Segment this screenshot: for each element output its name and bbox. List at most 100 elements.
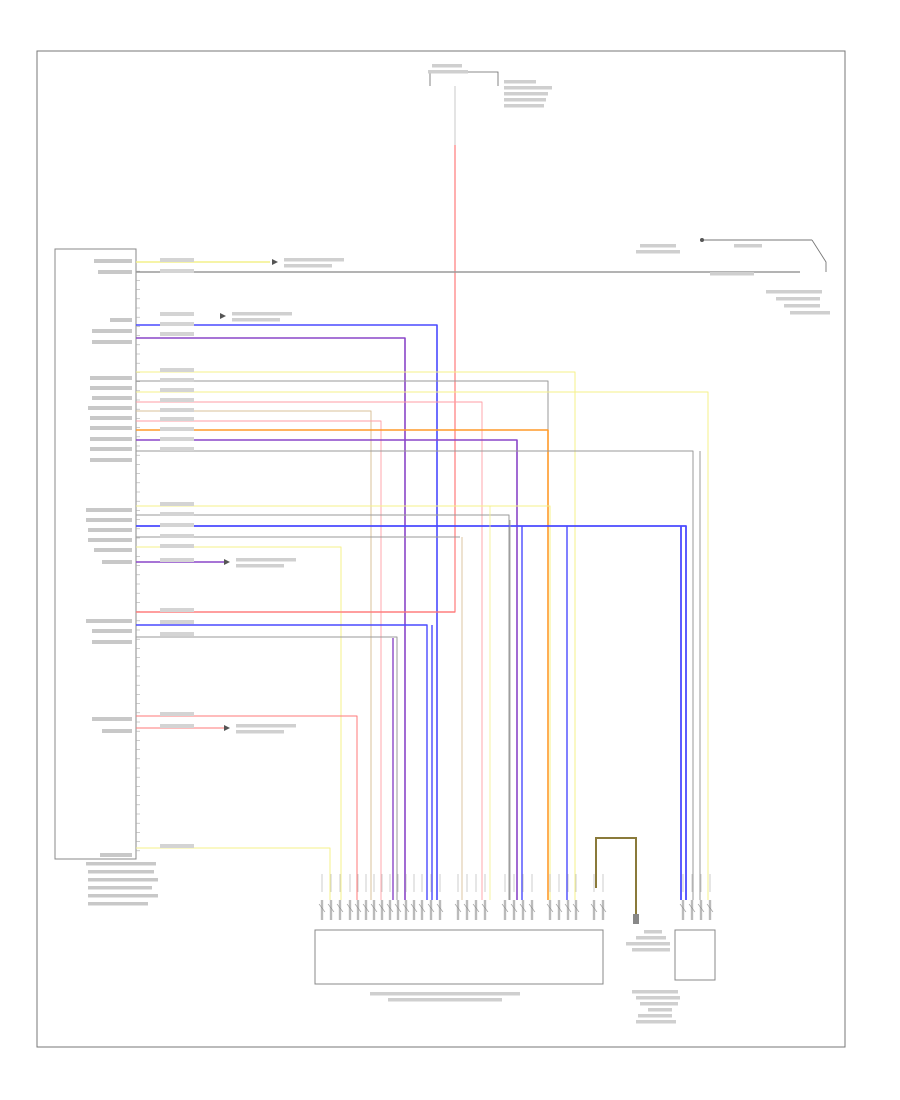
wire-color-label — [160, 312, 194, 316]
pin-hatch — [394, 903, 402, 913]
module-pin-label — [92, 640, 132, 644]
wire-yellow — [136, 371, 576, 900]
connector-pin — [465, 900, 469, 920]
connector-pin — [503, 900, 507, 920]
component-label — [626, 942, 670, 946]
wire-pink — [136, 420, 382, 900]
module-pin-label — [86, 508, 132, 512]
top-right-switch — [700, 239, 827, 273]
splice-reference-label — [284, 258, 344, 262]
connector-pin — [708, 900, 712, 920]
module-pin-label — [90, 447, 132, 451]
wire-color-label — [160, 512, 194, 516]
wire-color-label — [160, 427, 194, 431]
pin-hatch — [354, 903, 362, 913]
wire-color-label — [160, 523, 194, 527]
pin-hatch — [427, 903, 435, 913]
component-label — [638, 1014, 672, 1018]
module-pin-label — [102, 560, 132, 564]
connector-pin — [574, 900, 578, 920]
wire-color-label — [160, 398, 194, 402]
pin-hatch — [706, 903, 714, 913]
pin-hatch — [546, 903, 554, 913]
splice-markers — [220, 258, 344, 734]
wire-color-label — [160, 502, 194, 506]
module-pin-label — [88, 528, 132, 532]
pin-hatch — [346, 903, 354, 913]
wire-color-label — [160, 269, 194, 273]
splice-reference-label — [236, 724, 296, 728]
module-pin-label — [86, 619, 132, 623]
wire-color-label — [160, 388, 194, 392]
component-label — [632, 990, 678, 994]
switch-contact — [700, 238, 704, 242]
wire-color-label — [160, 724, 194, 728]
wire-color-labels — [160, 258, 194, 848]
module-pin-label — [92, 629, 132, 633]
connector-pin — [396, 900, 400, 920]
connector-pin — [364, 900, 368, 920]
module-pin-label — [98, 270, 132, 274]
wire-blue — [136, 624, 428, 900]
wire-gray — [136, 514, 510, 900]
control-module-box — [54, 248, 137, 860]
component-label — [776, 297, 820, 301]
pin-hatch — [370, 903, 378, 913]
wire-bundle — [136, 145, 800, 900]
wire-color-label — [160, 447, 194, 451]
connector-pin — [483, 900, 487, 920]
module-pin-label — [90, 376, 132, 380]
component-label — [432, 64, 462, 68]
module-pin-label — [90, 437, 132, 441]
component-label — [644, 930, 662, 934]
pin-hatch — [590, 903, 598, 913]
connector-pin — [699, 900, 703, 920]
pin-hatch — [336, 903, 344, 913]
component-label — [640, 1002, 678, 1006]
wire-color-label — [160, 378, 194, 382]
splice-reference-label — [232, 318, 280, 322]
module-pin-label — [102, 729, 132, 733]
wire-color-label — [160, 332, 194, 336]
module-name-label — [88, 894, 158, 898]
wire-yellow — [136, 847, 331, 900]
component-label — [790, 311, 830, 315]
splice-arrow — [224, 725, 230, 731]
connector-pin — [548, 900, 552, 920]
component-label — [636, 250, 680, 254]
module-pin-label — [90, 386, 132, 390]
splice-arrow — [220, 313, 226, 319]
splice-reference-label — [236, 558, 296, 562]
connector-pin — [512, 900, 516, 920]
wire-tan — [136, 410, 372, 900]
pin-hatch — [418, 903, 426, 913]
connector-pin — [420, 900, 424, 920]
component-label — [766, 290, 822, 294]
jumper-terminal — [633, 914, 639, 924]
module-pin-label — [94, 548, 132, 552]
connector-pin — [592, 900, 596, 920]
module-pin-label — [94, 259, 132, 263]
top-fuse-bracket — [429, 71, 499, 86]
connector-pin — [372, 900, 376, 920]
connector-pin — [329, 900, 333, 920]
wire-gray — [136, 380, 549, 900]
module-pin-label — [92, 717, 132, 721]
splice-reference-label — [236, 564, 284, 568]
module-name-label — [88, 902, 148, 906]
wire-orange — [136, 429, 549, 900]
component-label — [734, 244, 762, 248]
pin-hatch — [564, 903, 572, 913]
splice-reference-label — [284, 264, 332, 268]
component-label — [784, 304, 820, 308]
pin-hatch — [481, 903, 489, 913]
component-label — [504, 86, 552, 90]
splice-arrow — [272, 259, 278, 265]
wire-color-label — [160, 534, 194, 538]
connector-pin — [456, 900, 460, 920]
wire-yellow — [136, 546, 342, 900]
pin-hatch — [386, 903, 394, 913]
module-name-label — [88, 878, 158, 882]
wire-blue — [136, 525, 687, 900]
component-labels — [370, 64, 830, 1024]
